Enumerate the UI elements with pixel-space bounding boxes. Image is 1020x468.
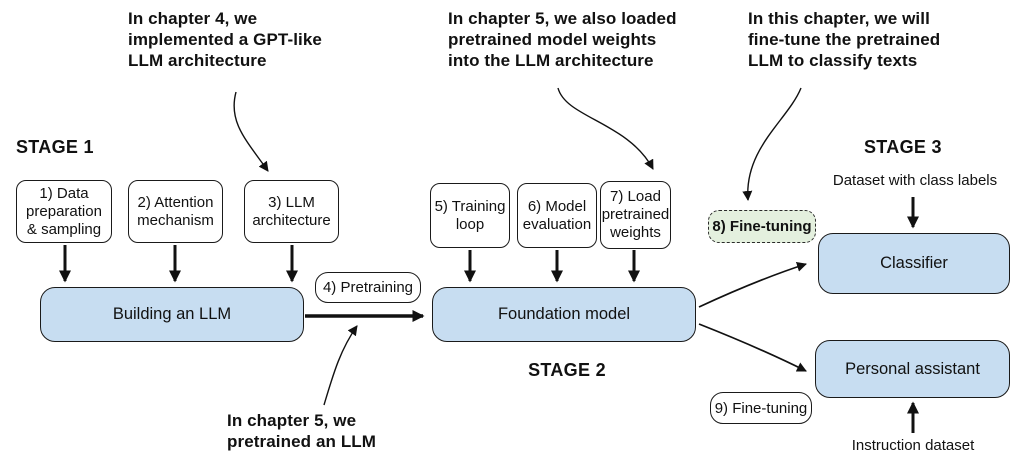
step-box-fine-tuning-highlighted: 8) Fine-tuning (708, 210, 816, 243)
annotation-chapter4: In chapter 4, we implemented a GPT-like … (128, 9, 322, 70)
step-box-llm-architecture: 3) LLM architecture (244, 180, 339, 243)
node-classifier: Classifier (818, 233, 1010, 294)
node-foundation-model: Foundation model (432, 287, 696, 342)
step-box-model-evaluation: 6) Model evaluation (517, 183, 597, 248)
arrow-chapter5top-to-step7 (557, 87, 654, 170)
arrow-chapter4-to-step3 (233, 91, 269, 172)
step-box-data-preparation: 1) Data preparation & sampling (16, 180, 112, 243)
step-pill-fine-tuning-9: 9) Fine-tuning (710, 392, 812, 424)
annotation-chapter5-top: In chapter 5, we also loaded pretrained … (448, 9, 677, 70)
stage2-label: STAGE 2 (528, 360, 606, 380)
step-box-training-loop: 5) Training loop (430, 183, 510, 248)
step-box-attention-mechanism: 2) Attention mechanism (128, 180, 223, 243)
label-dataset-with-class-labels: Dataset with class labels (832, 172, 998, 189)
label-instruction-dataset: Instruction dataset (851, 437, 975, 454)
annotation-chapter5-bottom: In chapter 5, we pretrained an LLM (227, 411, 377, 451)
node-personal-assistant: Personal assistant (815, 340, 1010, 398)
stage3-label: STAGE 3 (864, 137, 942, 157)
stage1-label: STAGE 1 (16, 137, 94, 157)
annotation-this-chapter: In this chapter, we will fine-tune the p… (748, 9, 941, 70)
node-building-an-llm: Building an LLM (40, 287, 304, 342)
arrow-chapter5bottom-to-pretraining (323, 325, 358, 406)
arrow-foundation-to-assistant (698, 323, 807, 372)
step-box-load-pretrained-weights: 7) Load pretrained weights (600, 181, 671, 249)
step-pill-pretraining: 4) Pretraining (315, 272, 421, 303)
arrow-foundation-to-classifier (698, 262, 807, 308)
arrow-thischapter-to-step8 (742, 87, 802, 201)
